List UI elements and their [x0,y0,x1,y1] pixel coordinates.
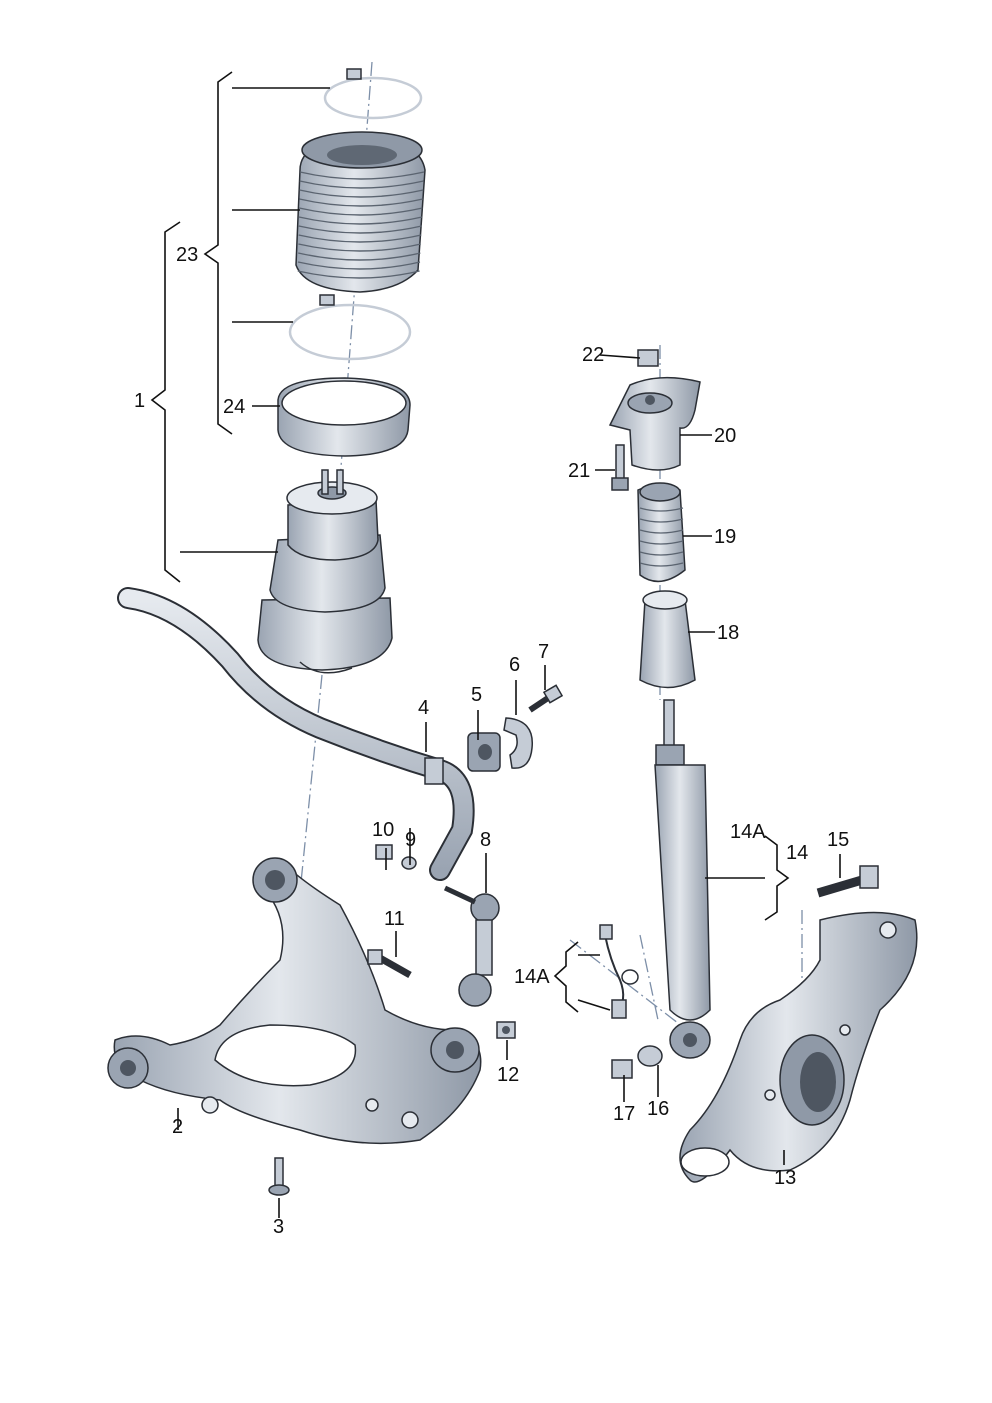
nut-12 [496,1021,516,1039]
stabilizer-bar [117,587,475,881]
washer-16 [637,1045,663,1067]
callout-19: 19 [714,526,736,548]
callout-24: 24 [223,396,245,418]
o-ring [621,969,639,985]
callout-12: 12 [497,1064,519,1086]
callout-1: 1 [134,390,145,412]
protective-sleeve [639,590,696,689]
callout-16: 16 [647,1098,669,1120]
callout-13: 13 [774,1167,796,1189]
callout-7: 7 [538,641,549,663]
leader-lines [177,87,841,1218]
wheel-bearing-housing [679,911,918,1183]
callout-18: 18 [717,622,739,644]
washer-9 [401,856,417,870]
bump-stop [637,482,686,583]
callout-14: 14 [786,842,808,864]
callout-11: 11 [384,908,405,930]
coupling-rod [443,885,500,1007]
callout-4: 4 [418,697,429,719]
bolt-21 [611,444,629,491]
shock-absorber [654,699,711,1059]
upper-hose-clamp [323,68,423,120]
bolt-3 [268,1157,290,1196]
lower-hose-clamp [288,294,412,361]
sensor-cable [599,924,627,1019]
air-spring [257,469,393,674]
nut-17 [611,1059,633,1079]
callout-10: 10 [372,819,394,841]
callout-21: 21 [568,460,590,482]
retaining-ring [277,377,411,457]
bolt-15 [816,865,879,898]
callout-labels: 1 23 24 4 5 6 7 10 9 8 11 12 2 3 22 20 2… [134,244,849,1238]
callout-2: 2 [172,1116,183,1138]
callout-15: 15 [827,829,849,851]
callout-14a-left: 14A [514,966,550,988]
callout-6: 6 [509,654,520,676]
callout-23: 23 [176,244,198,266]
group-brackets [150,71,790,1013]
callout-3: 3 [273,1216,284,1238]
callout-8: 8 [480,829,491,851]
callout-9: 9 [405,829,416,851]
bracket-clamp [503,717,533,769]
callout-14a-top: 14A [730,821,766,843]
callout-5: 5 [471,684,482,706]
rubber-bush [467,732,501,772]
callout-17: 17 [613,1103,635,1125]
bolt-7 [528,684,564,713]
callout-20: 20 [714,425,736,447]
nut-10 [375,844,393,860]
strut-mount [608,376,701,471]
bolt-11 [367,949,412,979]
nut-22 [637,349,659,367]
callout-22: 22 [582,344,604,366]
lower-wishbone [107,857,482,1145]
bellows [295,131,426,293]
